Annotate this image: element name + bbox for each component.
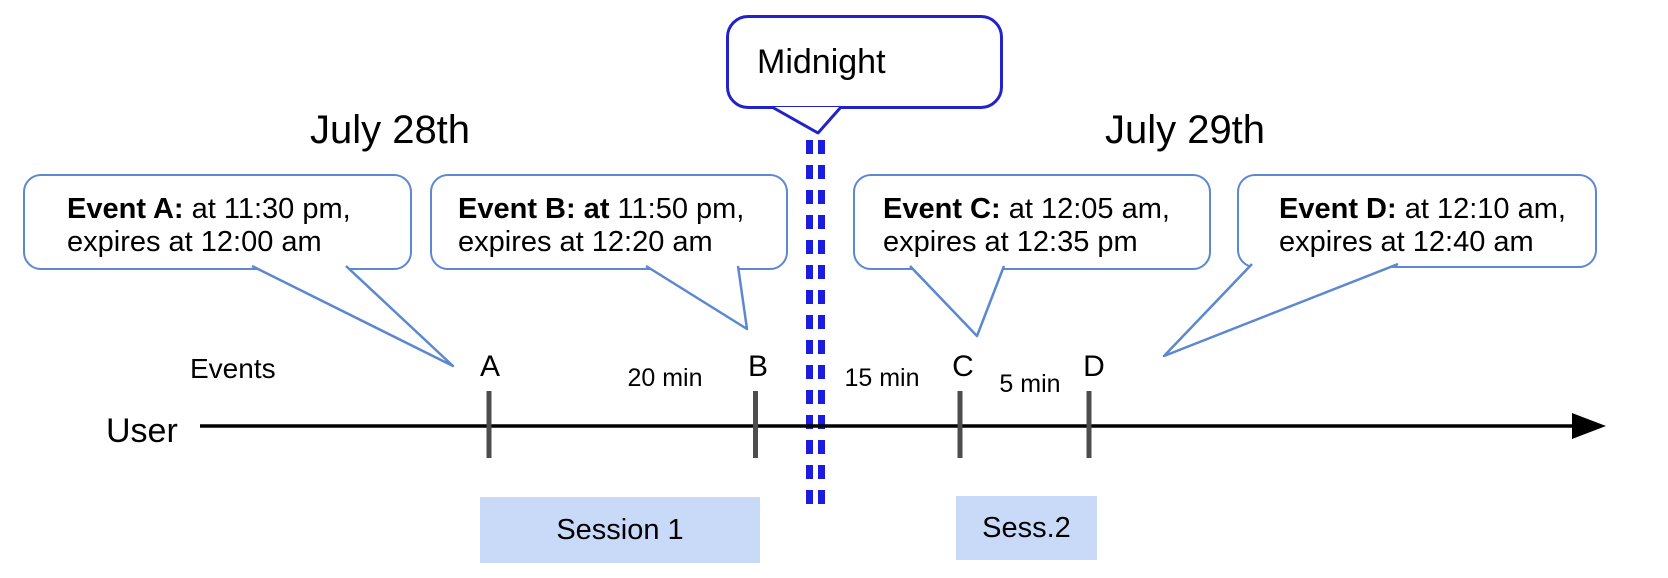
tick-event-c (957, 391, 963, 458)
event-b-time: 11:50 pm, (609, 193, 745, 225)
event-b-callout-tail (645, 264, 749, 331)
event-c-title: Event C: (883, 193, 1001, 225)
event-b-callout: Event B: at 11:50 pm, expires at 12:20 a… (430, 174, 788, 270)
tick-event-b (753, 391, 758, 458)
event-d-callout: Event D: at 12:10 am, expires at 12:40 a… (1237, 174, 1597, 268)
event-c-callout: Event C: at 12:05 am, expires at 12:35 p… (853, 174, 1211, 270)
session-2-box: Sess.2 (956, 496, 1097, 560)
event-letter-d: D (1083, 350, 1105, 383)
event-a-callout: Event A: at 11:30 pm, expires at 12:00 a… (23, 174, 412, 270)
interval-15min-label: 15 min (844, 364, 920, 392)
midnight-callout: Midnight (726, 15, 1003, 109)
event-a-callout-tail (251, 264, 455, 368)
user-axis-label: User (106, 412, 178, 450)
event-d-line2: expires at 12:40 am (1279, 226, 1534, 258)
event-letter-b: B (747, 350, 769, 383)
event-d-time: at 12:10 am, (1396, 193, 1566, 225)
event-b-title: Event B: at (458, 193, 610, 225)
event-d-line1: Event D: at 12:10 am, (1279, 193, 1595, 226)
event-d-callout-tail (1162, 262, 1399, 358)
event-letter-a: A (479, 350, 501, 383)
event-d-title: Event D: (1279, 193, 1397, 225)
session-1-box: Session 1 (480, 497, 760, 563)
event-b-line2: expires at 12:20 am (458, 226, 713, 258)
event-b-line1: Event B: at 11:50 pm, (458, 193, 786, 226)
event-a-title: Event A: (67, 193, 184, 225)
session-1-label: Session 1 (556, 513, 684, 546)
date-title-july-28: July 28th (309, 108, 471, 152)
events-axis-label: Events (190, 353, 276, 384)
tick-event-d (1086, 391, 1092, 458)
interval-5min-label: 5 min (999, 370, 1061, 398)
event-c-time: at 12:05 am, (1000, 193, 1170, 225)
midnight-callout-tail (771, 105, 843, 135)
tick-event-a (486, 391, 492, 458)
date-title-july-29: July 29th (1104, 108, 1266, 152)
event-a-line1: Event A: at 11:30 pm, (67, 193, 410, 226)
event-c-callout-tail (909, 265, 1006, 338)
session-2-label: Sess.2 (982, 511, 1071, 544)
interval-20min-label: 20 min (627, 364, 703, 392)
timeline-arrowhead-icon (1572, 413, 1606, 439)
event-a-time: at 11:30 pm, (183, 193, 351, 225)
midnight-label: Midnight (757, 42, 886, 81)
event-c-line2: expires at 12:35 pm (883, 226, 1138, 258)
event-letter-c: C (952, 350, 974, 383)
event-a-line2: expires at 12:00 am (67, 226, 322, 258)
event-c-line1: Event C: at 12:05 am, (883, 193, 1209, 226)
